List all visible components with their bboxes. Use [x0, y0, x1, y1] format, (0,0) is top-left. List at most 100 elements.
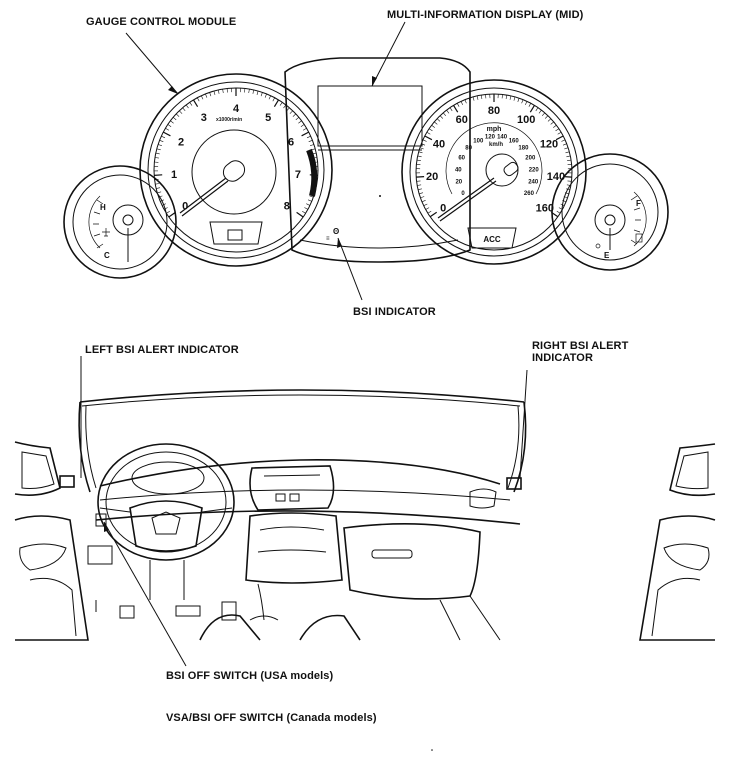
- speedo-tick: [564, 192, 569, 195]
- kmh-numeral: 20: [455, 180, 462, 186]
- tach-tick: [222, 89, 224, 94]
- fuel-gauge-hub-center: [604, 214, 616, 226]
- kmh-numeral: 220: [529, 167, 540, 173]
- mid-screen: [317, 85, 423, 147]
- speedo-tick: [566, 184, 571, 186]
- steering-wheel-rim: [97, 443, 235, 561]
- lower-dash-panel: [87, 545, 113, 565]
- leader-bsi-indicator: [337, 237, 363, 301]
- tach-tick: [308, 140, 313, 142]
- tach-tick: [154, 157, 159, 159]
- steering-logo: [151, 511, 181, 535]
- speedo-tick: [517, 98, 520, 102]
- speedo-tick: [417, 188, 422, 190]
- tach-tick: [156, 187, 161, 189]
- callout-mid: MULTI-INFORMATION DISPLAY (MID): [387, 9, 584, 21]
- tach-tick: [296, 211, 304, 218]
- speedo-bezel-inner: [409, 87, 579, 257]
- speck: [379, 195, 381, 197]
- tach-tick: [213, 90, 216, 95]
- speedo-hub-cap: [503, 161, 519, 177]
- right-door-handle: [663, 543, 710, 571]
- speedo-tick: [439, 115, 444, 119]
- speedo-tick: [555, 135, 564, 141]
- speedo-tick: [417, 155, 422, 158]
- dashboard-crease: [99, 489, 511, 501]
- speedo-tick: [442, 112, 447, 116]
- kmh-numeral: 260: [524, 191, 535, 197]
- right-footwell: [439, 595, 501, 641]
- speedo-tick: [472, 96, 475, 101]
- tach-tick: [168, 211, 176, 218]
- console-line-2: [257, 549, 327, 553]
- shifter: [257, 583, 265, 621]
- speedo-tick: [425, 207, 430, 210]
- fuel-gauge-outer: [551, 153, 669, 271]
- left-a-pillar-inner: [85, 405, 97, 489]
- callout-right-bsi-alert-indicator: RIGHT BSI ALERT INDICATOR: [532, 340, 629, 364]
- speedo-tick: [509, 95, 512, 100]
- tach-tick: [167, 124, 172, 127]
- tach-tick: [156, 148, 161, 151]
- mph-numeral: 40: [433, 138, 445, 150]
- speedo-tick: [421, 200, 426, 203]
- kmh-unit-label: km/h: [489, 142, 503, 148]
- tach-tick: [163, 207, 168, 210]
- speedo-tick: [547, 118, 552, 122]
- tach-tick: [197, 97, 200, 102]
- glovebox: [343, 523, 481, 600]
- kmh-numeral: 100: [473, 138, 484, 144]
- arrow-mid: [372, 76, 377, 86]
- tachometer: [139, 73, 333, 267]
- tach-tick: [201, 95, 204, 100]
- speedo-tick: [562, 200, 567, 203]
- speedo-tick: [529, 104, 536, 113]
- tach-tick: [166, 210, 170, 214]
- fuel-gauge-dot: [595, 243, 601, 249]
- mph-numeral: 160: [536, 203, 554, 215]
- coolant-icon: [102, 228, 110, 237]
- brake-pedal: [175, 605, 201, 617]
- callout-gauge-control-module: GAUGE CONTROL MODULE: [86, 16, 237, 28]
- tach-tick: [264, 93, 267, 98]
- speedo-tick: [460, 101, 463, 106]
- speedo-tick: [564, 147, 569, 150]
- kmh-numeral: 60: [458, 156, 465, 162]
- tach-tick: [157, 191, 162, 194]
- tach-tick: [307, 199, 312, 202]
- tach-numeral: 2: [178, 136, 184, 148]
- tach-tick: [161, 135, 166, 139]
- temp-cold-label: C: [104, 251, 110, 260]
- speedo-tick: [417, 184, 422, 186]
- tach-bezel-outer: [139, 73, 333, 267]
- tach-tick: [286, 107, 290, 111]
- kmh-scale-arc: [445, 122, 543, 195]
- kmh-numeral: 240: [528, 180, 539, 186]
- tach-hub: [222, 160, 246, 182]
- speedo-tick: [521, 99, 524, 104]
- tach-tick: [302, 127, 307, 131]
- steering-wheel: [87, 443, 235, 565]
- tach-tick: [260, 92, 263, 97]
- speedo-tick: [481, 94, 483, 100]
- left-bsi-alert-indicator: [59, 475, 75, 488]
- kmh-numeral: 180: [518, 146, 529, 152]
- tach-unit-label: x1000r/min: [216, 117, 242, 123]
- speedo-tick: [420, 196, 425, 199]
- fuel-full-label: F: [636, 199, 641, 208]
- speedo-tick: [505, 94, 507, 100]
- tach-tick: [160, 199, 165, 202]
- speedo-tick: [556, 210, 561, 214]
- tach-tick: [218, 89, 220, 94]
- speck-bottom: [431, 749, 433, 751]
- speedo-tick: [557, 132, 562, 135]
- arrow-bsi-off-switch: [104, 522, 109, 532]
- kmh-numeral: 200: [525, 156, 536, 162]
- left-door-handle: [19, 543, 67, 571]
- tach-tick: [309, 195, 314, 198]
- tach-tick: [158, 144, 162, 146]
- fuel-gauge: [551, 153, 669, 271]
- kmh-numeral: 140: [497, 135, 508, 141]
- temp-scale-arc: [88, 195, 101, 249]
